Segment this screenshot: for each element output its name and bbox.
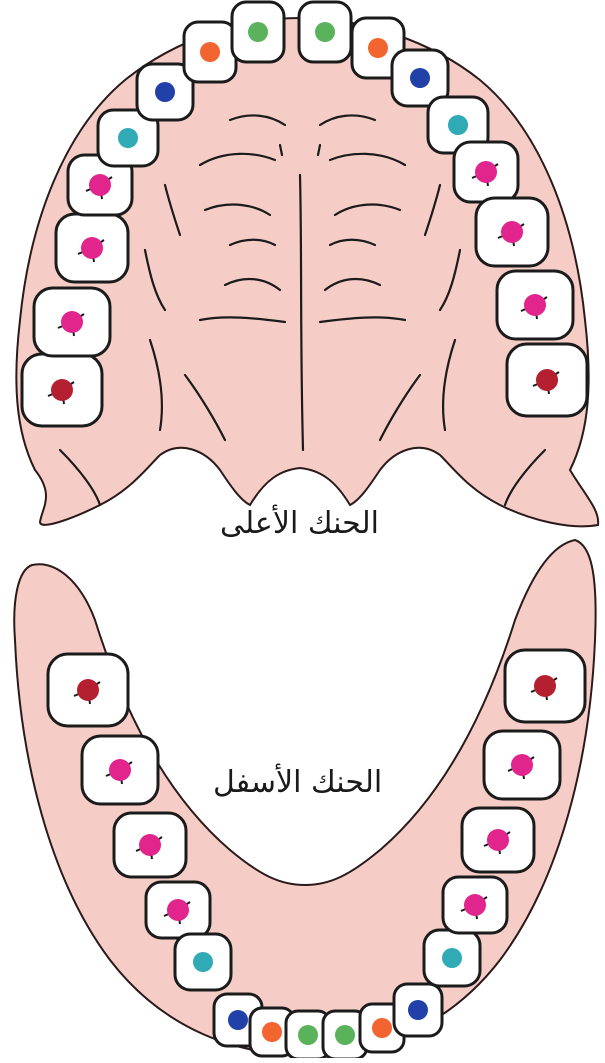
upper-tooth-marker [61,311,83,333]
lower-jaw-label: الحنك الأسفل [213,765,382,800]
upper-tooth-13 [454,142,518,202]
lower-tooth-11 [394,984,442,1036]
lower-tooth-4 [146,882,210,938]
upper-tooth-marker [524,294,546,316]
upper-tooth-marker [155,82,175,102]
upper-tooth-marker [475,161,497,183]
upper-tooth-marker [410,68,430,88]
upper-tooth-marker [501,221,523,243]
lower-tooth-marker [262,1022,282,1042]
lower-tooth-marker [139,834,161,856]
lower-tooth-16 [505,650,585,722]
upper-tooth-2 [34,288,110,356]
upper-tooth-marker [51,379,73,401]
upper-tooth-marker [89,174,111,196]
lower-tooth-marker [511,754,533,776]
lower-tooth-13 [443,877,507,933]
upper-tooth-marker [315,22,335,42]
lower-tooth-marker [534,675,556,697]
lower-tooth-3 [114,813,186,877]
lower-tooth-marker [109,759,131,781]
lower-tooth-14 [462,808,534,872]
lower-tooth-marker [167,899,189,921]
lower-tooth-marker [408,1000,428,1020]
upper-tooth-1 [22,354,102,426]
upper-tooth-marker [248,22,268,42]
lower-tooth-1 [48,654,128,726]
lower-tooth-marker [77,679,99,701]
lower-tooth-marker [372,1018,392,1038]
lower-tooth-2 [82,736,158,804]
upper-tooth-9 [299,2,351,62]
upper-tooth-16 [507,344,587,416]
lower-tooth-marker [228,1010,248,1030]
lower-tooth-5 [175,934,231,990]
lower-tooth-marker [335,1025,355,1045]
lower-tooth-marker [193,952,213,972]
upper-tooth-15 [497,271,573,339]
lower-tooth-marker [487,829,509,851]
lower-tooth-12 [424,930,480,986]
upper-tooth-marker [81,237,103,259]
upper-tooth-marker [368,38,388,58]
upper-tooth-marker [200,42,220,62]
lower-tooth-marker [298,1025,318,1045]
upper-tooth-marker [536,369,558,391]
lower-tooth-marker [464,894,486,916]
lower-tooth-marker [442,948,462,968]
upper-tooth-14 [476,198,548,266]
upper-tooth-marker [448,115,468,135]
lower-tooth-15 [484,731,560,799]
upper-tooth-7 [184,22,236,82]
upper-tooth-3 [56,214,128,282]
upper-tooth-marker [118,128,138,148]
upper-jaw-label: الحنك الأعلى [220,506,379,541]
upper-tooth-8 [232,2,284,62]
